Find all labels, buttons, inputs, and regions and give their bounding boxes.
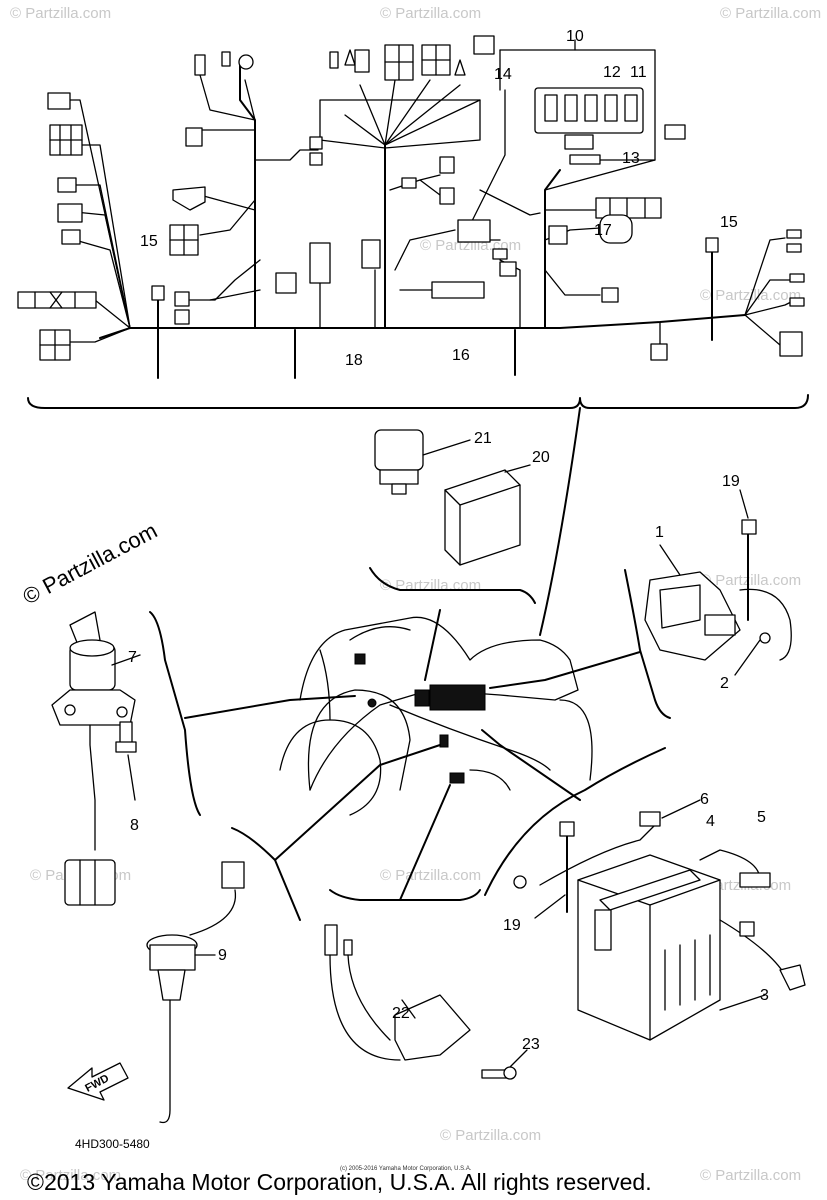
leader-line (424, 609, 441, 681)
watermark: © Partzilla.com (700, 1167, 801, 1184)
callout-15: 15 (720, 214, 738, 231)
watermark: © Partzilla.com (700, 572, 801, 589)
part-7-coupler (64, 859, 116, 906)
harness-leader-line (539, 407, 581, 636)
watermark: © Partzilla.com (700, 287, 801, 304)
part-19-cable-tie-lower (534, 821, 575, 919)
bracket-sensor (329, 889, 481, 901)
part-3-battery (513, 799, 806, 1041)
callout-19: 19 (722, 473, 740, 490)
callout-19: 19 (503, 917, 521, 934)
diagram-part-code: 4HD300-5480 (75, 1137, 150, 1151)
part-7-main-switch (51, 611, 141, 851)
part-8-screw (115, 721, 137, 801)
part-22-sensor (324, 924, 528, 1080)
callout-16: 16 (452, 347, 470, 364)
callout-13: 13 (622, 150, 640, 167)
part-1-starter-relay (644, 544, 792, 676)
leader-line (489, 651, 641, 689)
callout-10: 10 (566, 28, 584, 45)
leader-line (399, 784, 451, 901)
part-20-flasher-relay (444, 464, 531, 566)
watermark: © Partzilla.com (380, 5, 481, 22)
part-9-sidestand-switch (146, 861, 245, 1124)
callout-2: 2 (720, 675, 729, 692)
callout-17: 17 (594, 222, 612, 239)
callout-1: 1 (655, 524, 664, 541)
bracket-battery (484, 747, 666, 896)
callout-21: 21 (474, 430, 492, 447)
callout-15: 15 (140, 233, 158, 250)
watermark: © Partzilla.com (20, 1167, 121, 1184)
bracket-starter (624, 569, 671, 719)
leader-line (184, 695, 356, 719)
motorcycle-outline (279, 616, 593, 816)
copyright-notice: ©2013 Yamaha Motor Corporation, U.S.A. A… (27, 1169, 652, 1195)
bracket-ignition (149, 611, 201, 816)
bracket-switch (231, 827, 301, 921)
watermark: © Partzilla.com (10, 5, 111, 22)
callout-4: 4 (706, 813, 715, 830)
callout-9: 9 (218, 947, 227, 964)
partzilla-watermark: © Partzilla.com (19, 518, 162, 610)
watermark: © Partzilla.com (440, 1127, 541, 1144)
callout-20: 20 (532, 449, 550, 466)
callout-14: 14 (494, 66, 512, 83)
harness-bracket (27, 394, 809, 409)
watermark: © Partzilla.com (380, 577, 481, 594)
callout-5: 5 (757, 809, 766, 826)
watermark: © Partzilla.com (720, 5, 821, 22)
small-print: (c) 2005-2016 Yamaha Motor Corporation, … (340, 1166, 472, 1172)
callout-8: 8 (130, 817, 139, 834)
part-21-relay (374, 429, 471, 495)
callout-22: 22 (392, 1005, 410, 1022)
callout-7: 7 (128, 649, 137, 666)
callout-11: 11 (630, 64, 647, 81)
callout-12: 12 (603, 64, 621, 81)
bracket-relay (369, 567, 536, 604)
leader-line (481, 729, 581, 801)
fwd-arrow (67, 1062, 129, 1101)
callout-3: 3 (760, 987, 769, 1004)
callout-18: 18 (345, 352, 363, 369)
callout-6: 6 (700, 791, 709, 808)
watermark: © Partzilla.com (380, 867, 481, 884)
wire-harness (17, 35, 805, 379)
callout-23: 23 (522, 1036, 540, 1053)
leader-line (274, 744, 441, 861)
part-19-cable-tie (739, 489, 757, 621)
